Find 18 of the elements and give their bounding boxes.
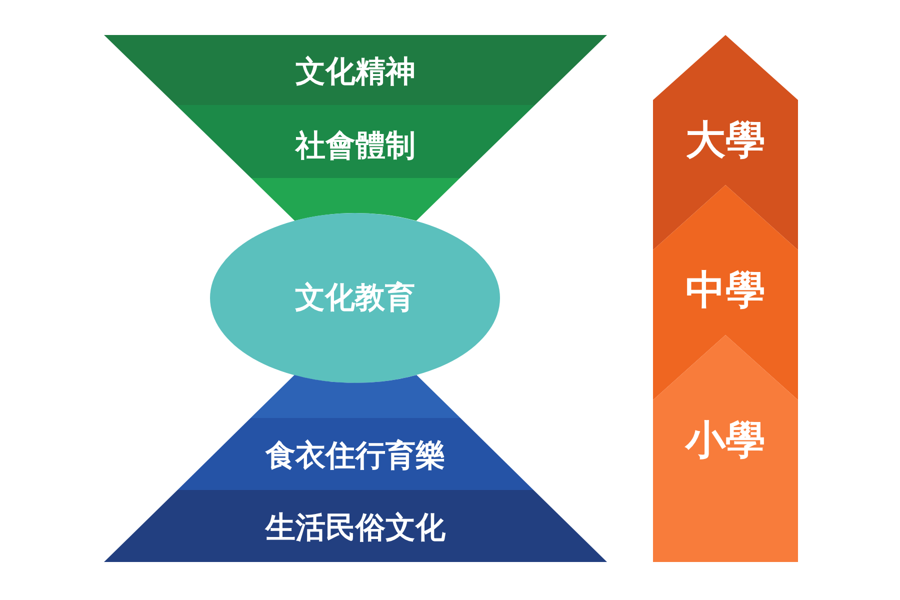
node-label: 文化教育: [294, 280, 416, 318]
node-label: 生活民俗文化: [264, 510, 446, 548]
node-label: 中學: [684, 266, 766, 316]
chevron-band: [653, 35, 798, 250]
chevron-band: [653, 185, 798, 400]
trapezoid-band: [104, 35, 607, 105]
trapezoid-band: [177, 418, 534, 490]
node-label: 小學: [684, 416, 766, 466]
chevron-band: [653, 335, 798, 562]
node-label: 社會體制: [294, 128, 416, 166]
triangle-band: [250, 375, 461, 418]
node-label: 文化精神: [294, 54, 416, 92]
node-label: 大學: [684, 116, 766, 166]
ellipse: [210, 213, 500, 383]
node-label: 食衣住行育樂: [264, 438, 446, 476]
triangle-band: [251, 178, 460, 221]
trapezoid-band: [176, 105, 535, 178]
trapezoid-band: [104, 490, 607, 562]
